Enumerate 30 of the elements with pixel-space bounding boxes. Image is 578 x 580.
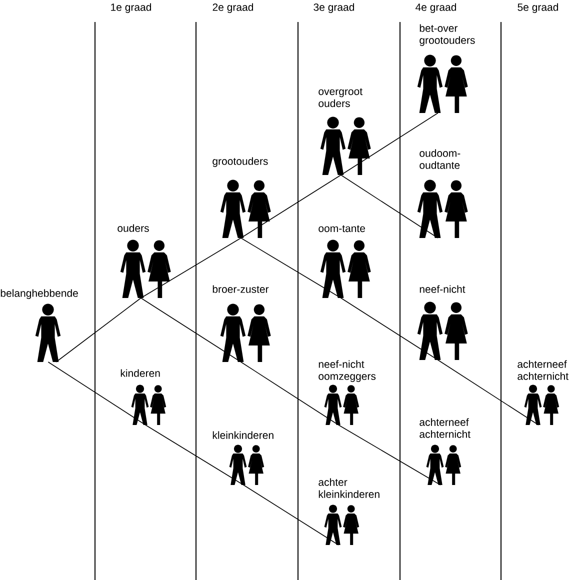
- column-heading: 3e graad: [314, 3, 354, 13]
- relation-line: [140, 238, 242, 298]
- relation-line: [56, 298, 142, 362]
- relation-label: ouders: [118, 224, 149, 232]
- relation-line: [340, 112, 438, 176]
- relation-line: [243, 484, 339, 546]
- relation-label: achterneef achternicht: [518, 360, 568, 380]
- relation-label: kleinkinderen: [212, 431, 274, 439]
- relation-line: [438, 360, 539, 426]
- relation-line: [240, 174, 342, 238]
- relation-label: neef-nicht oomzeggers: [318, 360, 376, 382]
- column-heading: 1e graad: [111, 3, 152, 13]
- relation-label: bet-over grootouders: [420, 24, 475, 46]
- relation-line: [145, 424, 244, 486]
- relation-line: [48, 362, 146, 426]
- relation-label: kinderen: [120, 369, 160, 377]
- column-heading: 5e graad: [518, 3, 558, 13]
- relation-line: [240, 362, 339, 426]
- relation-line: [338, 424, 441, 486]
- column-heading: 4e graad: [416, 3, 456, 13]
- relation-label: grootouders: [212, 157, 268, 167]
- relation-label: overgroot ouders: [318, 88, 362, 108]
- relation-label: neef-nicht: [420, 285, 466, 293]
- relation-label: belanghebbende: [0, 289, 78, 299]
- relation-label: achterneef achternicht: [420, 418, 470, 438]
- relation-label: broer-zuster: [212, 285, 269, 293]
- column-heading: 2e graad: [212, 3, 254, 13]
- relation-label: oudoom-oudtante: [420, 149, 460, 169]
- relation-label: oom-tante: [318, 225, 365, 232]
- relation-label: achter kleinkinderen: [318, 478, 380, 498]
